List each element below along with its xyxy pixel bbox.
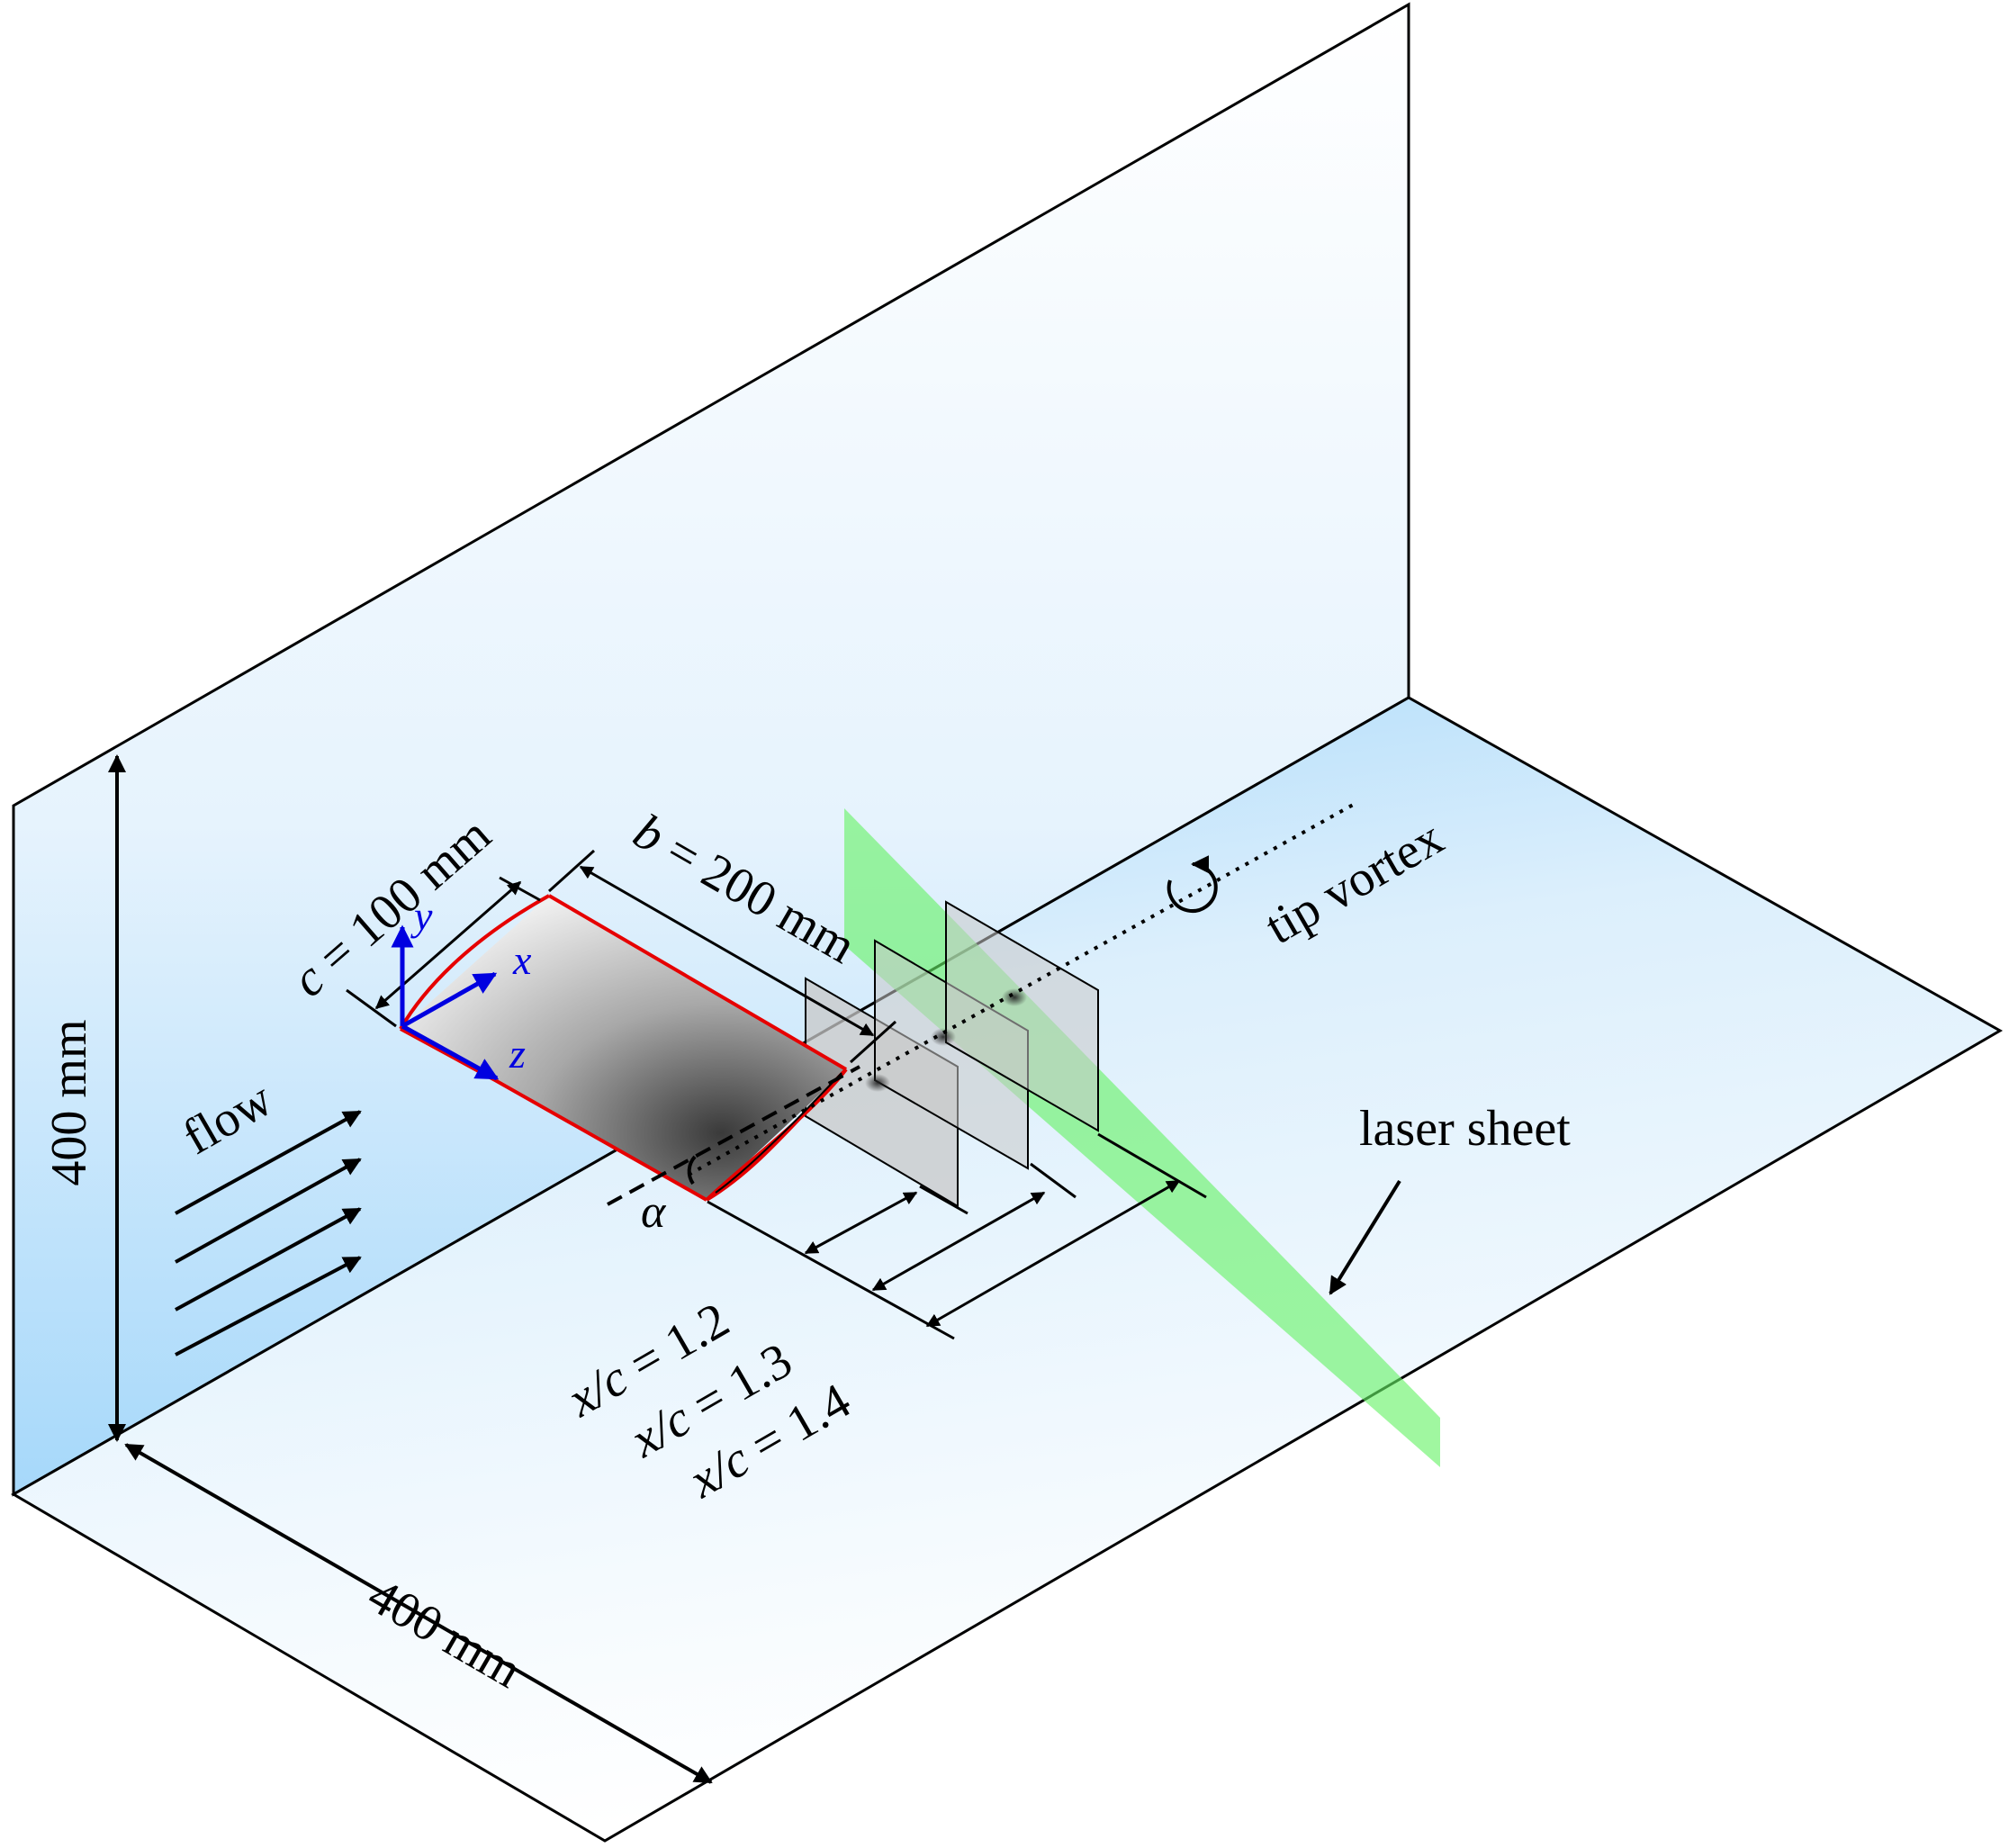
chord-tick-root	[346, 988, 397, 1028]
vortex-core-3	[1002, 988, 1027, 1006]
height-label: 400 mm	[41, 1019, 97, 1185]
station-arrow-3	[925, 1179, 1181, 1328]
vortex-rotation-icon	[1167, 855, 1218, 913]
axis-x-label: x	[512, 937, 532, 983]
flow-arrow-3	[175, 1207, 362, 1312]
flow-arrow-4	[175, 1256, 362, 1357]
axis-z-arrow	[401, 1023, 500, 1081]
vortex-core-1	[865, 1074, 890, 1092]
tip-vortex-path	[688, 802, 1356, 1176]
axis-x-arrow	[401, 971, 498, 1029]
axis-y-label: y	[410, 893, 433, 939]
vortex-core-2	[931, 1028, 956, 1046]
measurement-plane-3	[945, 900, 1099, 1132]
laser-sheet-label: laser sheet	[1359, 1101, 1571, 1157]
floor-line-wing	[707, 1200, 955, 1340]
laser-pointer-arrow	[1329, 1179, 1401, 1295]
wing-tip-profile	[705, 1068, 848, 1202]
width-dimension-arrow	[124, 1443, 713, 1784]
span-tick-tip	[849, 1020, 897, 1064]
span-dimension-arrow	[579, 865, 875, 1037]
flow-arrow-1	[175, 1110, 362, 1215]
wing-outline-edges	[400, 1027, 707, 1202]
axis-z-label: z	[509, 1031, 526, 1077]
flow-arrow-2	[175, 1158, 362, 1264]
wing-tip-profile-inner	[715, 1072, 842, 1194]
alpha-label: α	[641, 1186, 667, 1238]
alpha-arc	[687, 1155, 697, 1185]
tip-chord-line	[607, 1065, 860, 1206]
tick-x14	[1097, 1132, 1207, 1199]
span-tick-root	[547, 849, 596, 893]
